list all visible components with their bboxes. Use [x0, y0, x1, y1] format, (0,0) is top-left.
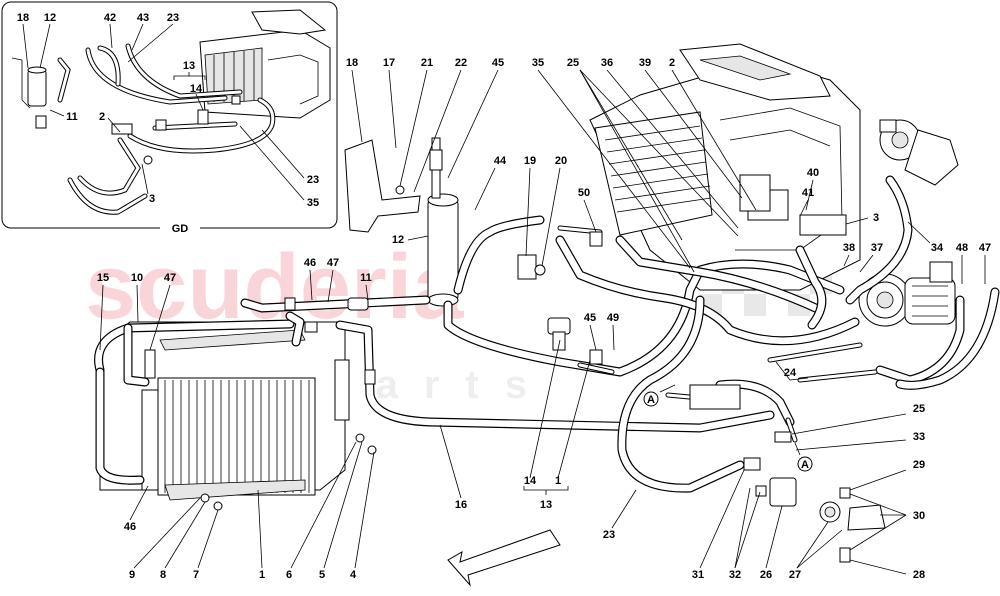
callout-inset-3: 3: [149, 193, 155, 205]
callouts: 18 17 21 22 45 35 25 36 39 2 44 19 20 50…: [97, 57, 991, 581]
inset-receiver-drier: [11, 57, 47, 129]
callout-inset-11: 11: [66, 111, 78, 123]
callout-45-mid: 45: [584, 312, 596, 324]
callout-16: 16: [455, 499, 467, 511]
callout-5: 5: [319, 569, 325, 581]
callout-46: 46: [124, 521, 136, 533]
callout-inset-18: 18: [17, 12, 29, 24]
condenser: [99, 321, 350, 501]
callout-8: 8: [160, 569, 166, 581]
callout-50: 50: [578, 187, 590, 199]
callout-44: 44: [494, 155, 507, 167]
callout-12: 12: [392, 234, 404, 246]
svg-text:A: A: [647, 394, 655, 406]
callout-48: 48: [956, 242, 968, 254]
callout-4: 4: [350, 569, 357, 581]
callout-10: 10: [131, 272, 143, 284]
callout-49: 49: [607, 312, 619, 324]
callout-47-right: 47: [979, 242, 991, 254]
callout-40: 40: [807, 167, 819, 179]
callout-25: 25: [567, 57, 579, 69]
callout-inset-23-top: 23: [167, 12, 179, 24]
callout-34: 34: [931, 242, 944, 254]
callout-22: 22: [455, 57, 467, 69]
callout-37: 37: [871, 242, 883, 254]
callout-46-top: 46: [304, 257, 316, 269]
callout-29: 29: [913, 459, 925, 471]
callout-47-left: 47: [164, 272, 176, 284]
callout-inset-35: 35: [307, 197, 319, 209]
callout-20: 20: [555, 155, 567, 167]
compressor: [858, 261, 956, 327]
callout-7: 7: [193, 569, 199, 581]
inset-group-label: 13: [183, 60, 195, 72]
callout-47-top: 47: [327, 257, 339, 269]
callout-21: 21: [421, 57, 433, 69]
callout-inset-42: 42: [104, 12, 116, 24]
callout-31: 31: [692, 569, 704, 581]
callout-15: 15: [97, 272, 109, 284]
connection-marker-a: A A: [643, 384, 813, 472]
callout-11: 11: [360, 272, 372, 284]
coolant-pump: [879, 119, 959, 186]
group-label: 13: [540, 499, 552, 511]
callout-32: 32: [729, 569, 741, 581]
callout-inset-43: 43: [137, 12, 149, 24]
callout-39: 39: [639, 57, 651, 69]
group-item-1: 1: [555, 475, 561, 487]
callout-38: 38: [843, 242, 855, 254]
callout-25-right: 25: [913, 403, 925, 415]
callout-2: 2: [669, 57, 675, 69]
callout-6: 6: [286, 569, 292, 581]
callout-36: 36: [601, 57, 613, 69]
callout-1: 1: [259, 569, 265, 581]
callout-inset-2: 2: [99, 111, 105, 123]
receiver-drier: [427, 137, 459, 307]
callout-9: 9: [129, 569, 135, 581]
callout-28: 28: [913, 569, 925, 581]
inset-group-item: 14: [190, 83, 203, 95]
fittings: [200, 174, 886, 563]
callout-30: 30: [913, 510, 925, 522]
callout-26: 26: [760, 569, 772, 581]
callout-3: 3: [873, 212, 879, 224]
callout-inset-23: 23: [307, 174, 319, 186]
callout-18: 18: [346, 57, 358, 69]
group-bracket: 13 14 1: [523, 475, 569, 511]
refrigerant-pipes: [94, 175, 1000, 493]
inset-label: GD: [172, 223, 189, 235]
forward-arrow-icon: [447, 529, 561, 587]
svg-text:A: A: [801, 459, 809, 471]
callout-27: 27: [789, 569, 801, 581]
bracket-18: [344, 139, 421, 233]
callout-17: 17: [383, 57, 395, 69]
inset-group-bracket: [173, 72, 206, 80]
callout-23: 23: [603, 529, 615, 541]
callout-35: 35: [532, 57, 544, 69]
condenser-fins: [164, 380, 310, 493]
callout-inset-12: 12: [44, 12, 56, 24]
inset-box: GD: [1, 1, 338, 236]
callout-24: 24: [784, 367, 797, 379]
callout-33: 33: [913, 431, 925, 443]
callout-41: 41: [802, 187, 814, 199]
group-item-14: 14: [524, 475, 537, 487]
callout-45: 45: [492, 57, 504, 69]
callout-19: 19: [524, 155, 536, 167]
